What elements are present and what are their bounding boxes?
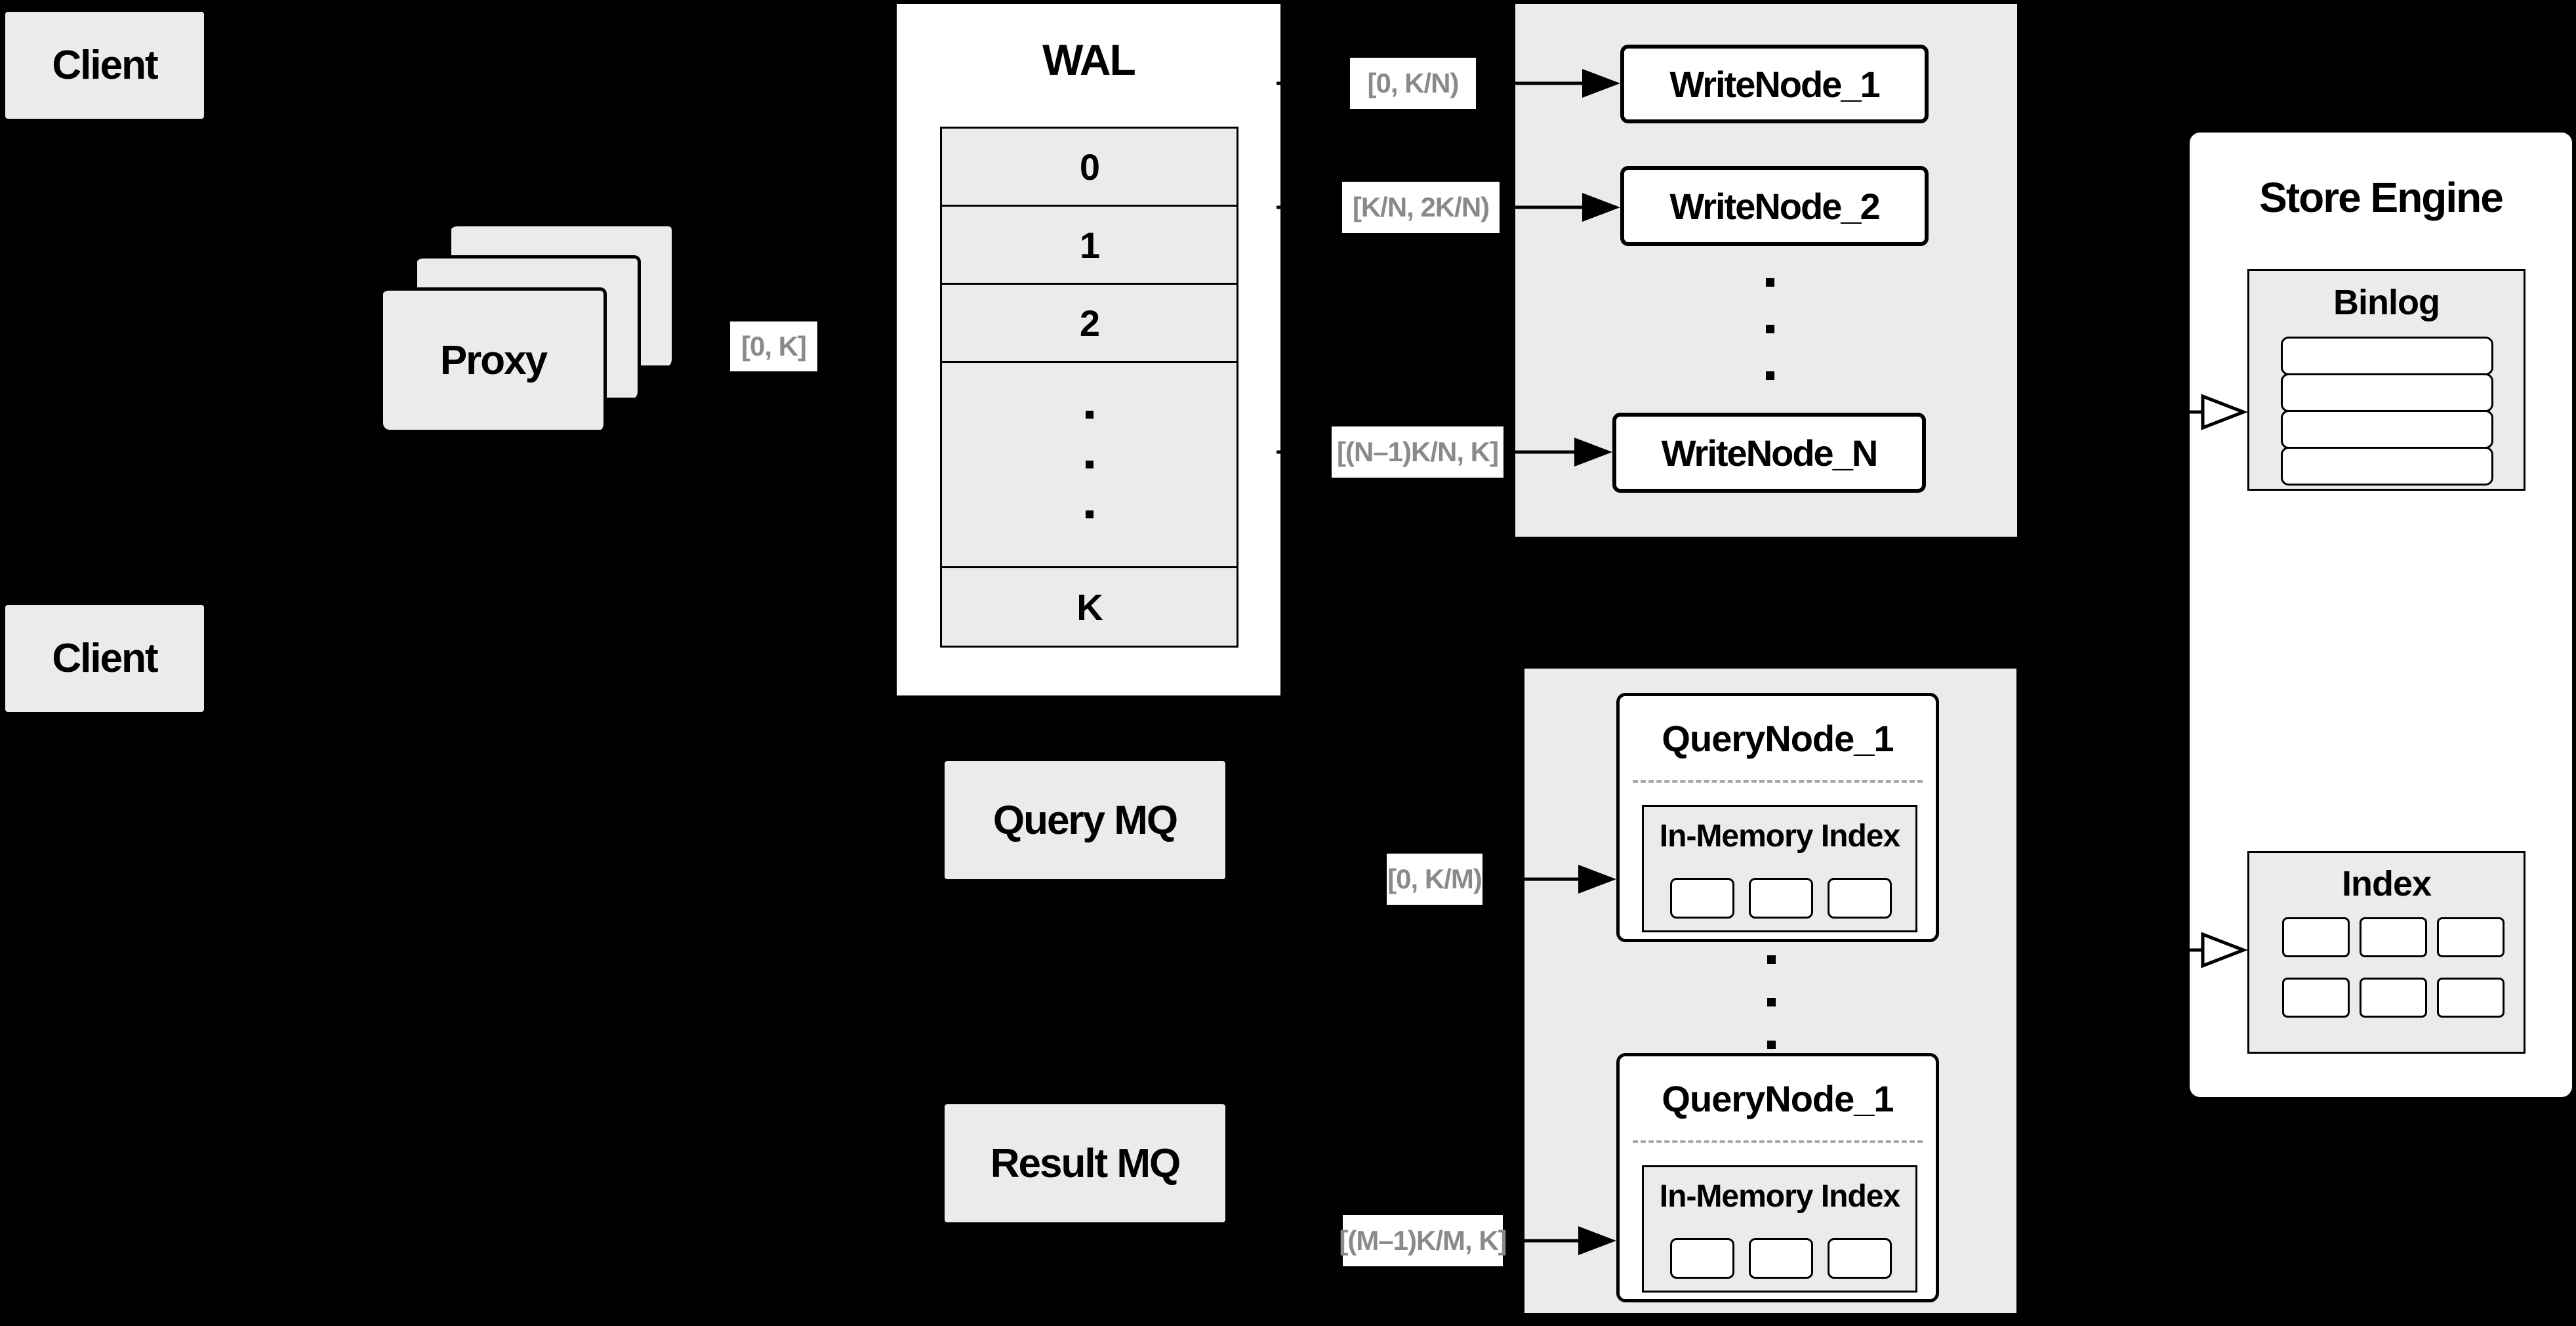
- memory-segment-cell: [1749, 878, 1813, 919]
- query-node-2-title-zone: QueryNode_1: [1620, 1066, 1936, 1131]
- proxy-card-front: Proxy: [383, 287, 607, 430]
- wal-segment-ellipsis: [940, 361, 1238, 568]
- wal-vertical-ellipsis: [1085, 411, 1094, 518]
- index-cell: [2437, 978, 2504, 1018]
- write-node-1-label: WriteNode_1: [1669, 63, 1880, 105]
- write-nodes-vertical-ellipsis: [1766, 278, 1774, 380]
- index-cell: [2360, 978, 2427, 1018]
- binlog-bar: [2281, 447, 2493, 486]
- proxy-label: Proxy: [440, 337, 548, 383]
- query-mq-label: Query MQ: [992, 797, 1178, 843]
- memory-segment-cell: [1828, 1238, 1892, 1279]
- query-nodes-vertical-ellipsis: [1767, 955, 1776, 1049]
- query-mq-box: Query MQ: [945, 761, 1225, 879]
- write-nodes-group: WriteNode_1 WriteNode_2 WriteNode_N: [1515, 4, 2017, 537]
- memory-segment-cell: [1828, 878, 1892, 919]
- in-memory-index-2-title-zone: In-Memory Index: [1644, 1171, 1915, 1221]
- range-label-proxy-to-wal-text: [0, K]: [741, 331, 807, 362]
- write-node-n: WriteNode_N: [1612, 413, 1926, 493]
- query-node-1-divider: [1633, 780, 1923, 783]
- store-engine-title-zone: Store Engine: [2190, 161, 2572, 234]
- query-node-1-title-zone: QueryNode_1: [1620, 705, 1936, 771]
- binlog-bar: [2281, 410, 2493, 449]
- range-label-proxy-to-wal: [0, K]: [730, 321, 817, 371]
- client-bottom-label: Client: [52, 636, 158, 681]
- client-box-top: Client: [5, 12, 204, 119]
- range-label-querymq-to-querynode: [0, K/M): [1387, 854, 1482, 905]
- wal-panel: WAL 0 1 2 K: [897, 4, 1280, 695]
- binlog-title: Binlog: [2333, 283, 2440, 322]
- store-engine-title: Store Engine: [2259, 174, 2504, 221]
- range-label-qn2-text: [(M–1)K/M, K]: [1339, 1225, 1507, 1256]
- range-label-wnn-text: [(N–1)K/N, K]: [1337, 436, 1499, 467]
- memory-segment-cell: [1670, 1238, 1734, 1279]
- query-node-2: QueryNode_1 In-Memory Index: [1616, 1053, 1939, 1302]
- write-node-1: WriteNode_1: [1620, 45, 1929, 123]
- range-label-wn2-text: [K/N, 2K/N): [1352, 192, 1490, 222]
- range-label-resultmq-to-querynode: [(M–1)K/M, K]: [1339, 1215, 1507, 1266]
- result-mq-label: Result MQ: [990, 1140, 1181, 1186]
- range-label-qn1-text: [0, K/M): [1387, 863, 1482, 894]
- range-label-wal-to-writenode-n: [(N–1)K/N, K]: [1332, 426, 1503, 478]
- wal-segment-0-label: 0: [1079, 146, 1100, 188]
- query-node-1-title: QueryNode_1: [1662, 717, 1894, 759]
- write-node-n-label: WriteNode_N: [1661, 432, 1879, 474]
- binlog-title-zone: Binlog: [2249, 276, 2524, 329]
- index-cell: [2282, 917, 2350, 957]
- wal-segment-k: K: [940, 566, 1238, 648]
- index-cell: [2360, 917, 2427, 957]
- wal-segment-1-label: 1: [1079, 224, 1100, 266]
- index-title: Index: [2341, 864, 2432, 903]
- in-memory-index-1-title-zone: In-Memory Index: [1644, 811, 1915, 861]
- wal-segments: 0 1 2 K: [940, 127, 1238, 648]
- wal-segment-2: 2: [940, 283, 1238, 363]
- query-node-2-title: QueryNode_1: [1662, 1077, 1894, 1119]
- wal-title-zone: WAL: [897, 30, 1280, 89]
- range-label-wal-to-writenode-2: [K/N, 2K/N): [1342, 182, 1500, 233]
- binlog-bars: [2281, 337, 2493, 486]
- in-memory-index-2-title: In-Memory Index: [1659, 1178, 1900, 1214]
- range-label-wal-to-writenode-1: [0, K/N): [1350, 58, 1476, 109]
- index-cell: [2437, 917, 2504, 957]
- index-box: Index: [2247, 851, 2525, 1054]
- query-nodes-group: QueryNode_1 In-Memory Index QueryNode_1: [1524, 669, 2016, 1313]
- client-top-label: Client: [52, 43, 158, 88]
- store-engine-panel: Store Engine Binlog Index: [2187, 130, 2575, 1100]
- wal-segment-2-label: 2: [1079, 302, 1100, 344]
- binlog-bar: [2281, 337, 2493, 375]
- wal-segment-k-label: K: [1076, 586, 1103, 628]
- query-node-1: QueryNode_1 In-Memory Index: [1616, 693, 1939, 942]
- result-mq-box: Result MQ: [945, 1104, 1225, 1222]
- wal-title: WAL: [1042, 35, 1136, 84]
- index-cell: [2282, 978, 2350, 1018]
- wal-segment-0: 0: [940, 127, 1238, 207]
- binlog-bar: [2281, 373, 2493, 412]
- write-node-2: WriteNode_2: [1620, 166, 1929, 246]
- memory-segment-cell: [1749, 1238, 1813, 1279]
- in-memory-index-1-title: In-Memory Index: [1659, 818, 1900, 854]
- memory-segment-cell: [1670, 878, 1734, 919]
- in-memory-index-box-2: In-Memory Index: [1642, 1165, 1917, 1293]
- write-node-2-label: WriteNode_2: [1669, 185, 1880, 227]
- in-memory-index-box-1: In-Memory Index: [1642, 805, 1917, 932]
- query-node-2-divider: [1633, 1140, 1923, 1143]
- range-label-wn1-text: [0, K/N): [1367, 68, 1460, 98]
- index-title-zone: Index: [2249, 858, 2524, 909]
- binlog-box: Binlog: [2247, 269, 2525, 491]
- wal-segment-1: 1: [940, 205, 1238, 285]
- client-box-bottom: Client: [5, 605, 204, 712]
